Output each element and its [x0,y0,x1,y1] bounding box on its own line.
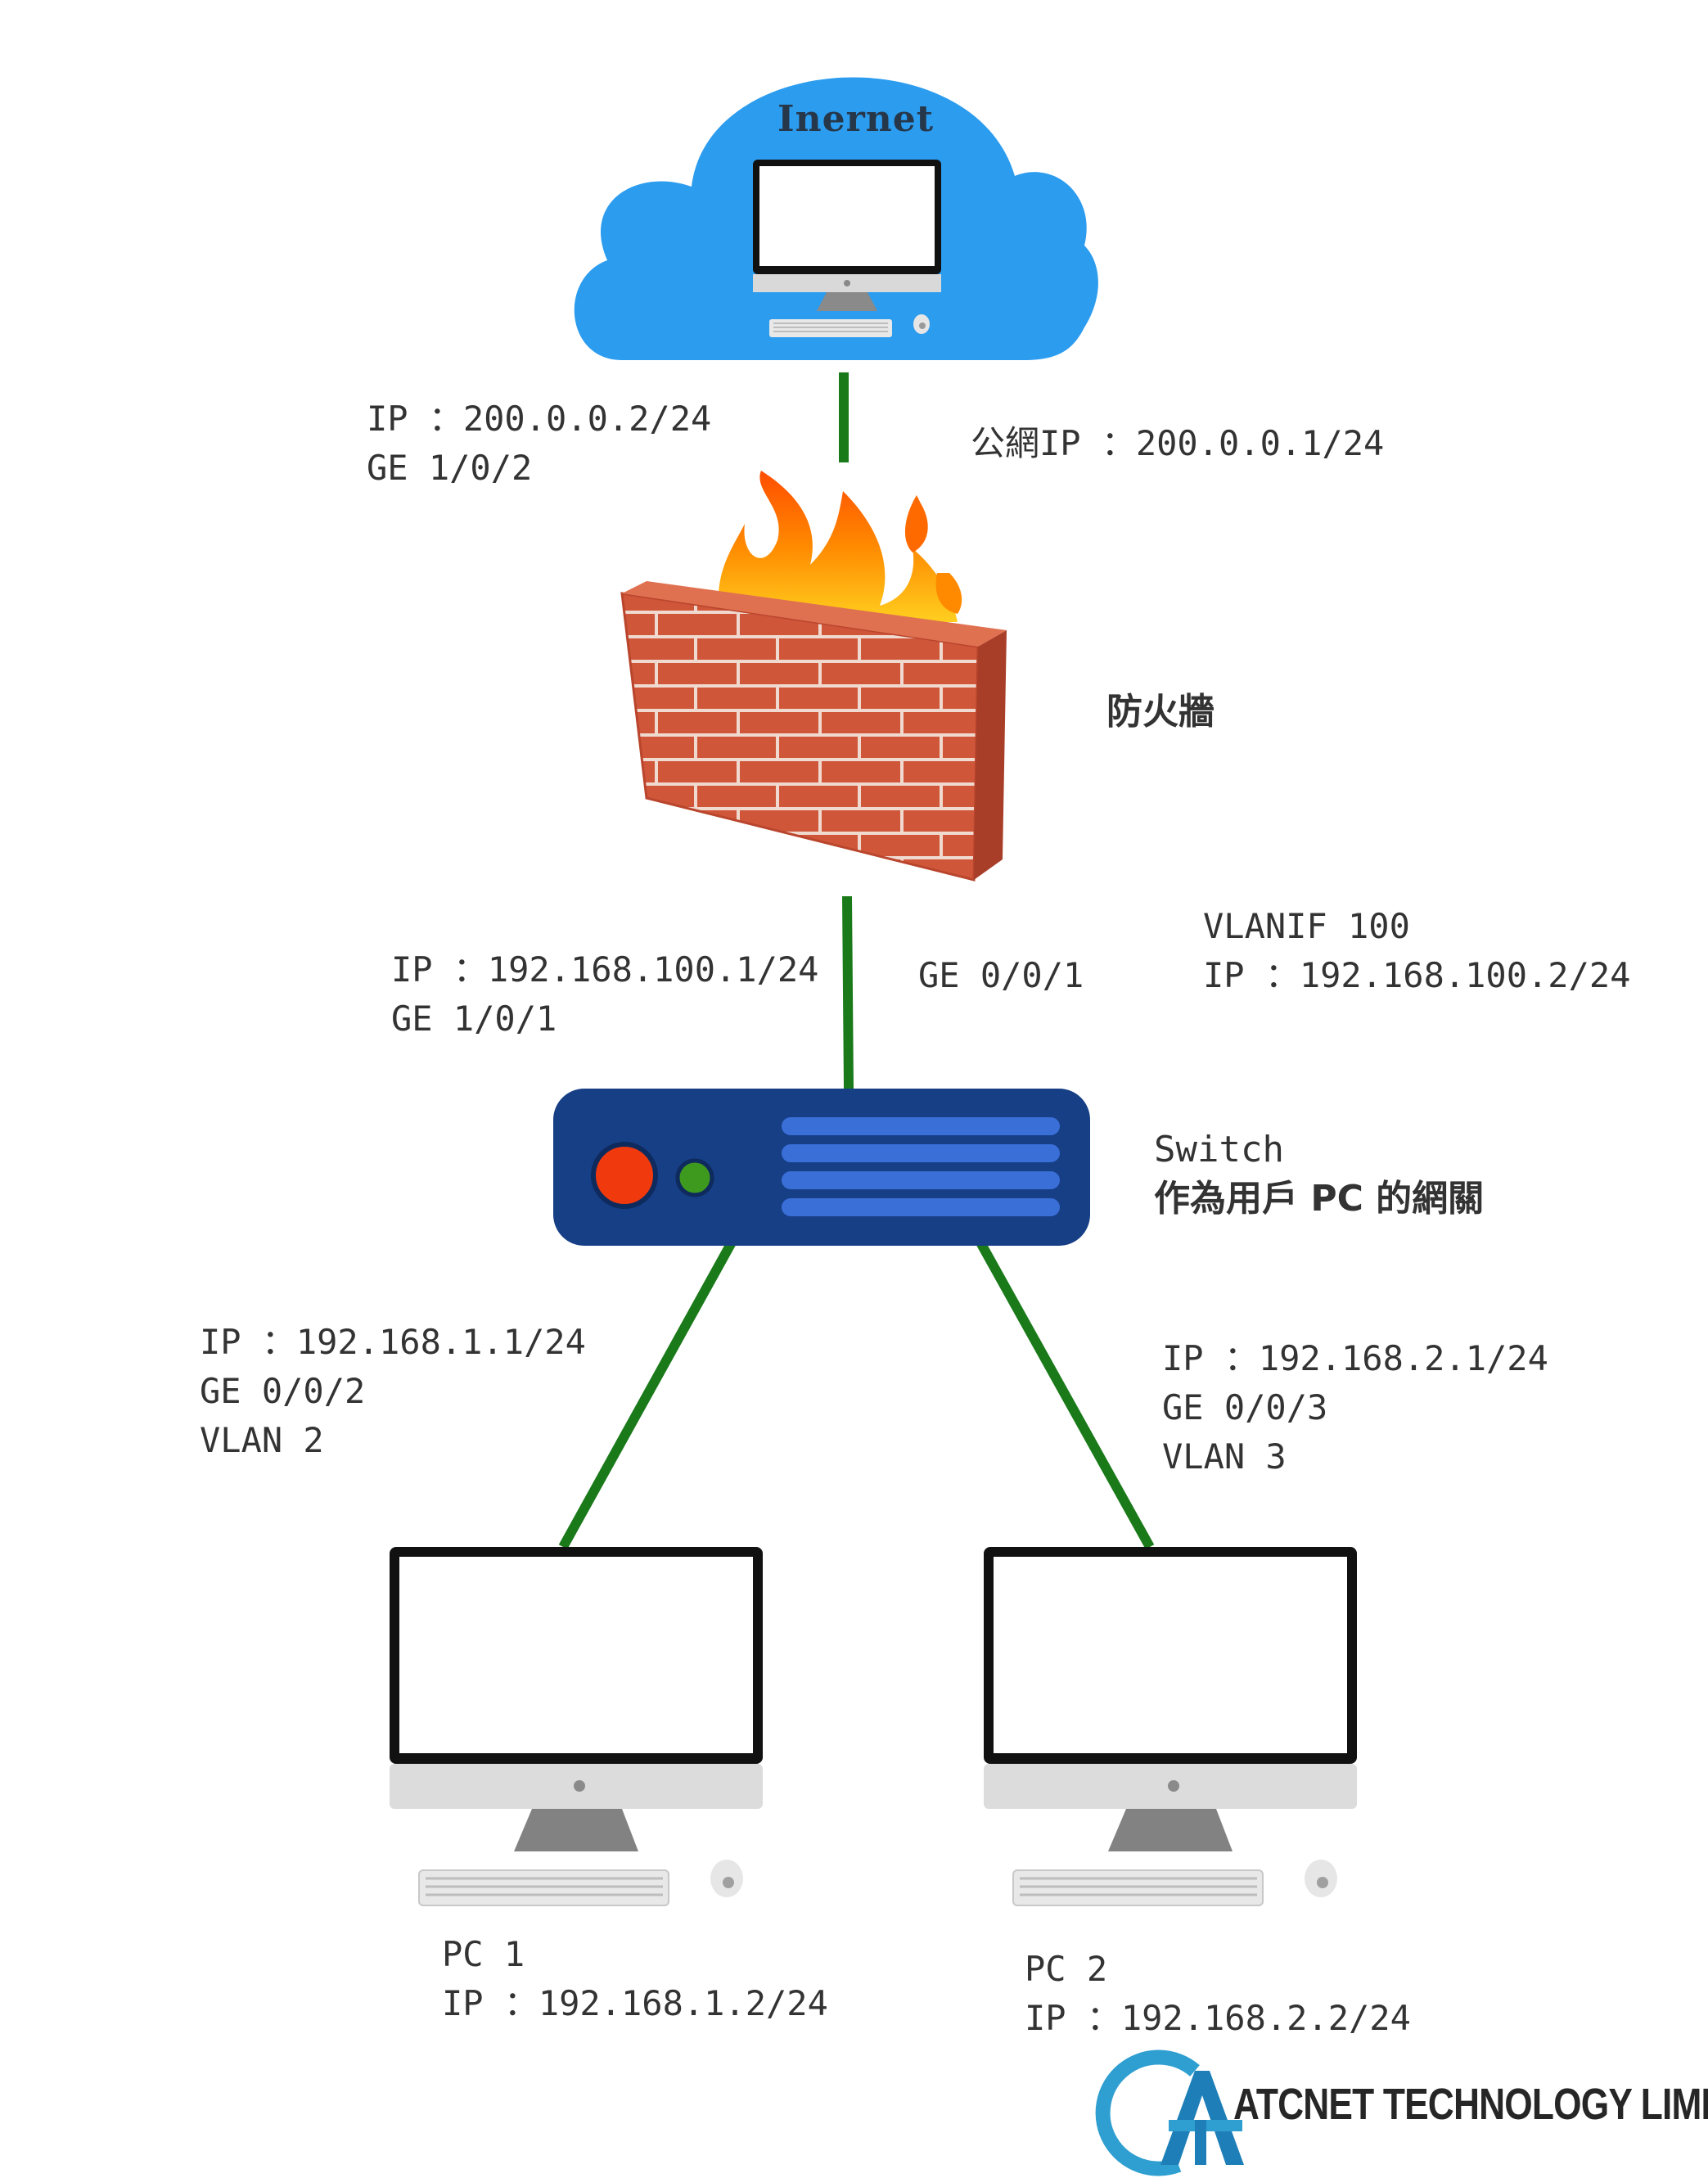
switch-slot [782,1117,1060,1135]
switch-left-port-number: GE 0/0/2 [200,1371,366,1411]
switch-right-port-label: IP ：192.168.2.1/24 GE 0/0/3 VLAN 3 [1162,1334,1548,1481]
flame-shape [718,471,958,622]
firewall-title: 防火牆 [1106,691,1215,733]
switch-vlanif-name: VLANIF 100 [1203,906,1410,946]
link-firewall-switch [842,895,854,1089]
switch-led-green [675,1158,714,1197]
firewall-wan-ip: IP ：200.0.0.2/24 [367,399,712,439]
switch-led-red [591,1142,658,1209]
internet-cloud [574,77,1098,360]
switch-left-port-vlan: VLAN 2 [200,1420,324,1460]
firewall-wan-interface-label: IP ：200.0.0.2/24 GE 1/0/2 [367,395,711,493]
pc2-label: PC 2 IP ：192.168.2.2/24 [1025,1945,1411,2043]
switch-title: Switch [1154,1129,1284,1170]
public-ip: 公網IP ：200.0.0.1/24 [971,423,1385,463]
switch-slot [782,1144,1060,1162]
internet-computer-icon [753,160,941,337]
switch-right-port-number: GE 0/0/3 [1162,1387,1328,1427]
link-switch-pc2 [976,1240,1155,1549]
brand-name: ATCNET TECHNOLOGY LIMITED [1233,2080,1708,2129]
firewall-icon [620,471,1007,882]
network-links [558,372,1155,1549]
switch-left-port-ip: IP ：192.168.1.1/24 [200,1322,586,1362]
flame-drop-small [935,573,962,614]
firewall-lan-ip: IP ：192.168.100.1/24 [391,949,819,990]
switch-icon [553,1089,1090,1246]
switch-vlanif-label: VLANIF 100 IP ：192.168.100.2/24 [1203,902,1630,1000]
internet-label: Inernet [777,98,935,140]
brick-wall-top [622,581,1007,647]
switch-right-port-ip: IP ：192.168.2.1/24 [1162,1338,1548,1378]
switch-slot [782,1171,1060,1189]
switch-right-port-vlan: VLAN 3 [1162,1436,1287,1477]
public-ip-label: 公網IP ：200.0.0.1/24 [971,419,1384,468]
switch-slot [782,1198,1060,1216]
firewall-wan-port: GE 1/0/2 [367,448,533,488]
pc2-name: PC 2 [1025,1949,1108,1989]
switch-uplink-port-label: GE 0/0/1 [918,955,1084,995]
link-switch-pc1 [558,1240,737,1549]
pc1-name: PC 1 [442,1934,525,1974]
switch-left-port-label: IP ：192.168.1.1/24 GE 0/0/2 VLAN 2 [200,1318,586,1465]
brick-wall-side [974,630,1007,880]
pc1-label: PC 1 IP ：192.168.1.2/24 [442,1930,828,2028]
switch-label: Switch 作為用戶 PC 的網關 [1154,1125,1484,1224]
switch-vlanif-ip: IP ：192.168.100.2/24 [1203,955,1631,995]
switch-subtitle: 作為用戶 PC 的網關 [1154,1178,1485,1220]
pc1-ip: IP ：192.168.1.2/24 [442,1983,828,2023]
firewall-lan-interface-label: IP ：192.168.100.1/24 GE 1/0/1 [391,945,818,1044]
brand-logo-icon [1095,2049,1244,2176]
pc1-computer-icon [390,1547,763,1906]
pc2-ip: IP ：192.168.2.2/24 [1025,1998,1411,2038]
firewall-lan-port: GE 1/0/1 [391,999,557,1039]
flame-drop-right [904,495,928,552]
pc2-computer-icon [984,1547,1357,1906]
